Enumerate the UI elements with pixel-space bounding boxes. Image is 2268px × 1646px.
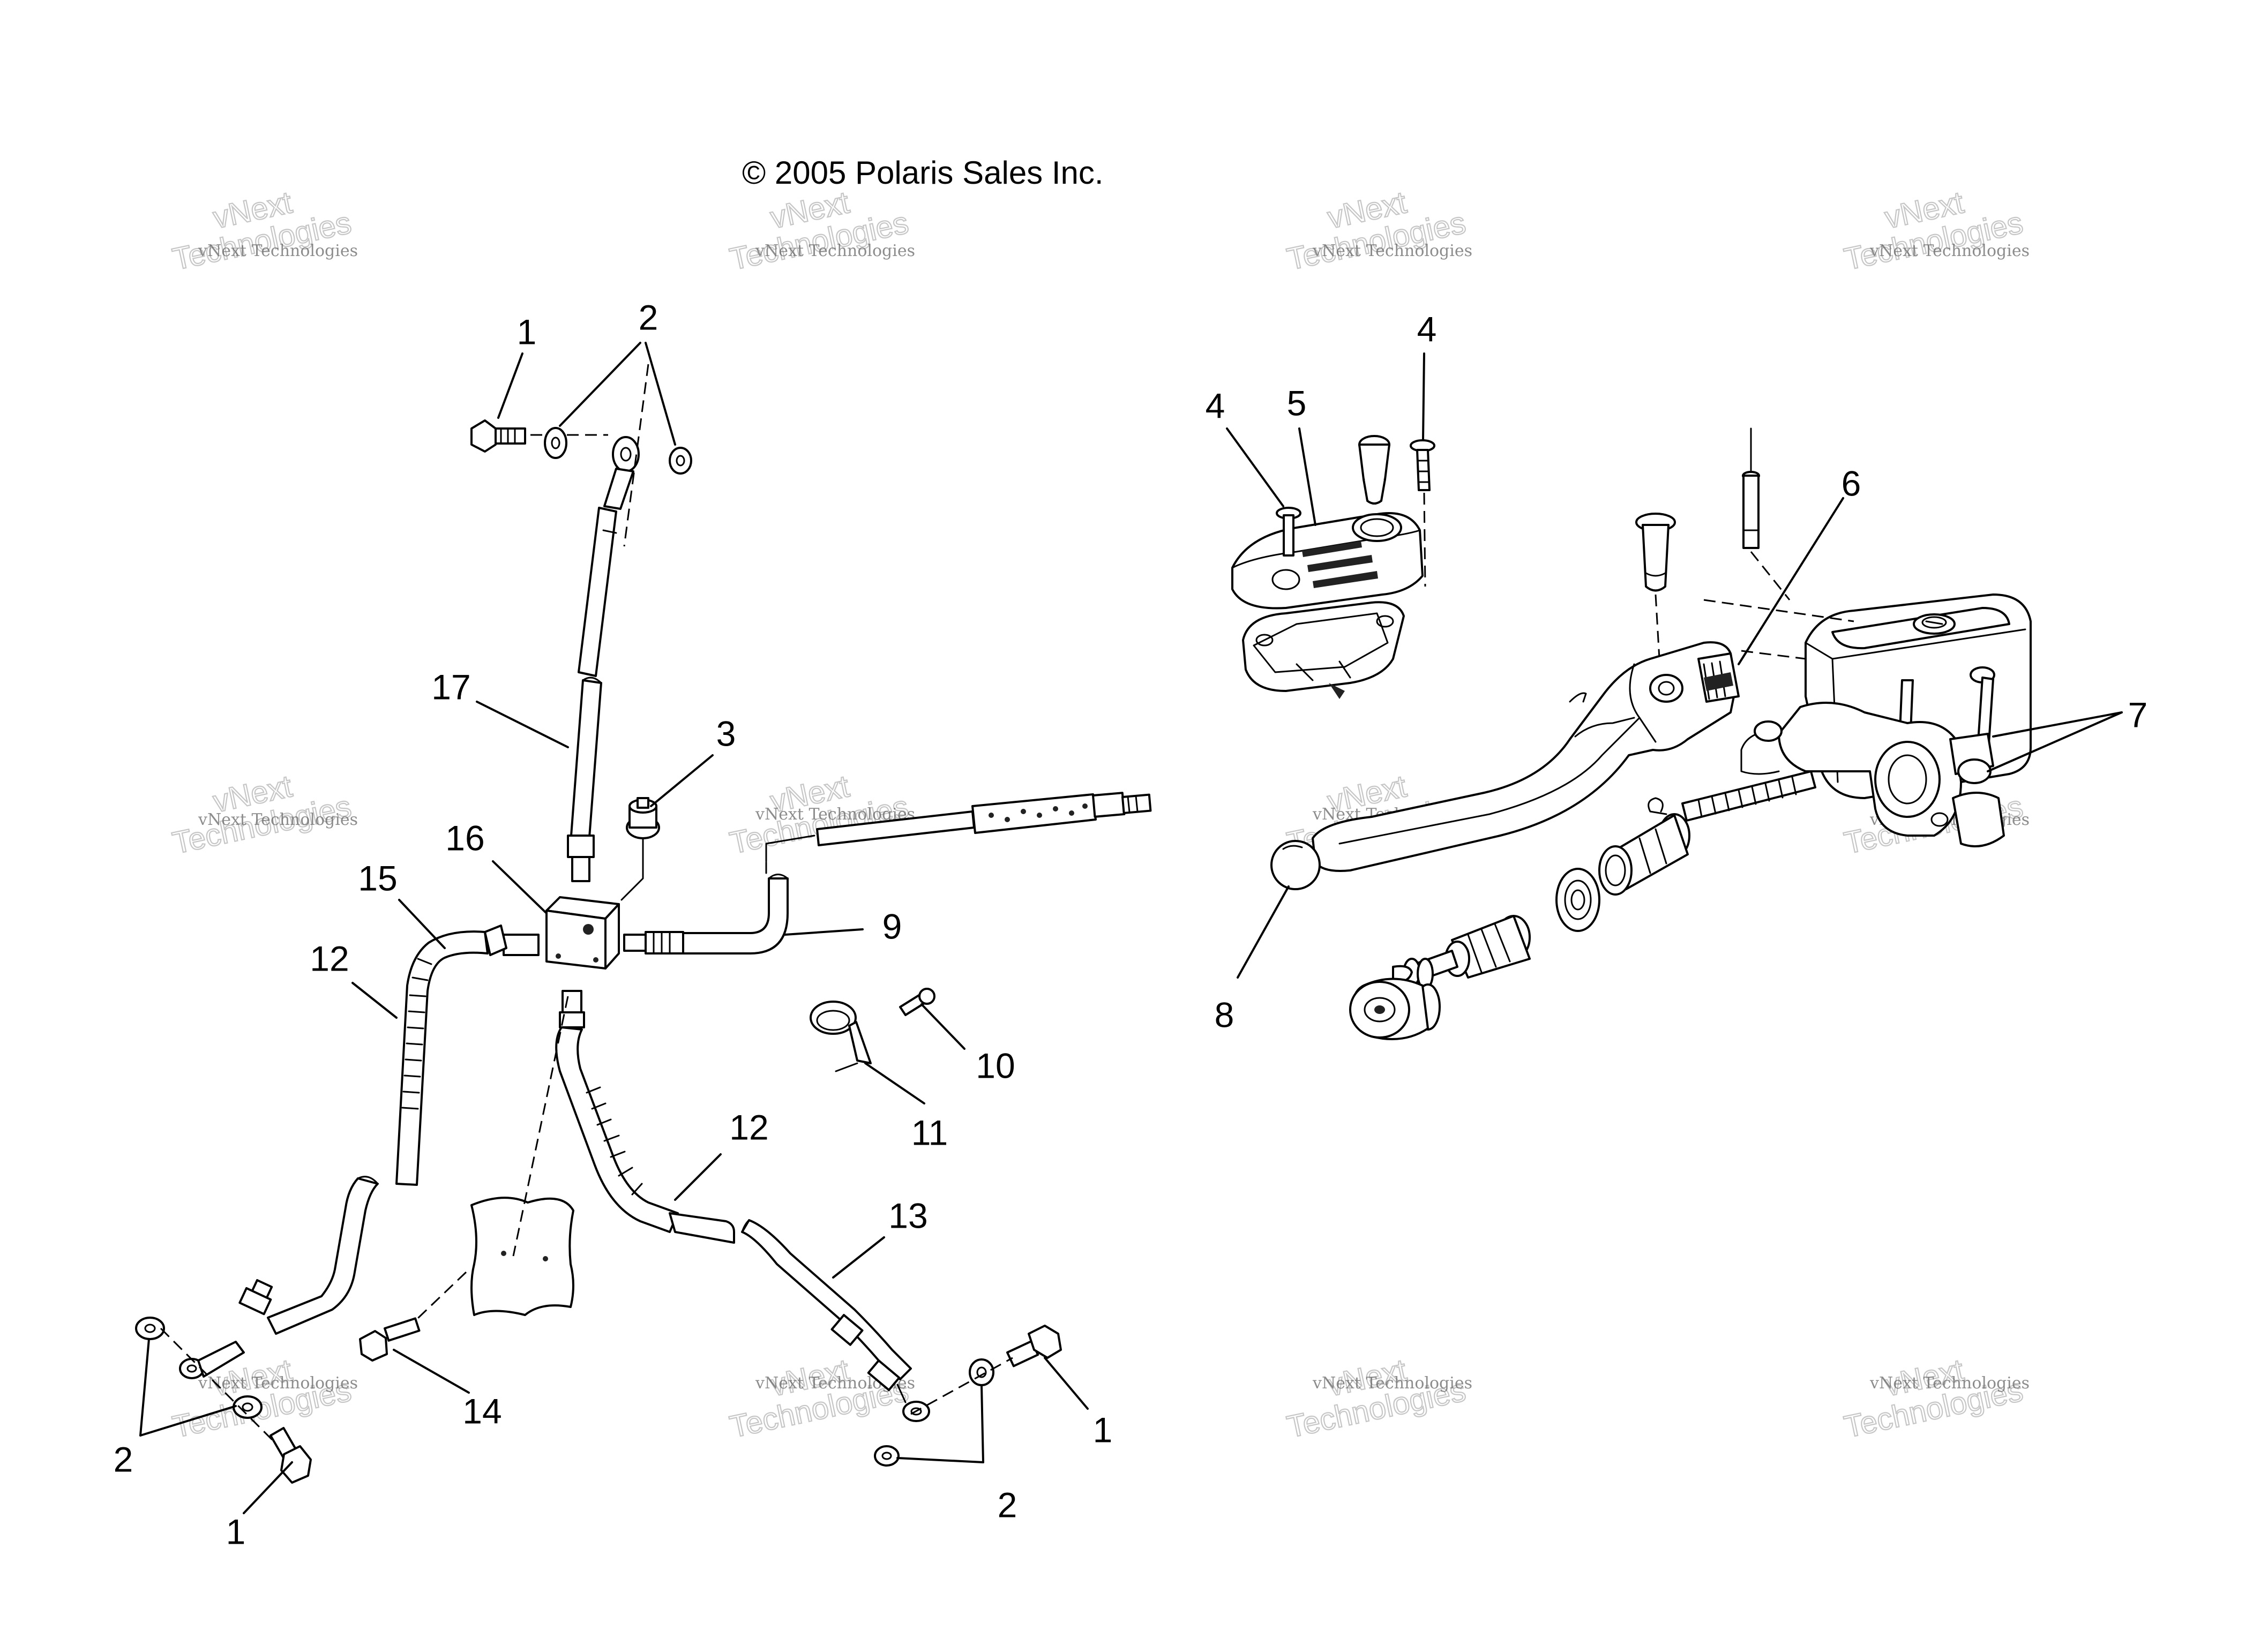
washer-top-left bbox=[544, 427, 567, 459]
brake-hose-12-13 bbox=[555, 990, 912, 1392]
bolt-6 bbox=[1742, 427, 1760, 549]
callout-15: 15 bbox=[358, 858, 397, 898]
reservoir-diaphragm bbox=[1242, 601, 1405, 699]
pivot-pin bbox=[1635, 513, 1676, 592]
watermark: Technologies vNext bbox=[1840, 184, 2026, 277]
callout-5: 5 bbox=[1287, 383, 1307, 423]
callout-13: 13 bbox=[888, 1196, 927, 1235]
callout-2: 2 bbox=[639, 297, 658, 337]
washer-bottom-right-bottom bbox=[874, 1445, 900, 1467]
watermark-label: vNext Technologies bbox=[755, 242, 915, 260]
callout-6: 6 bbox=[1842, 463, 1861, 503]
callout-1: 1 bbox=[1093, 1410, 1113, 1449]
mounting-screw bbox=[359, 1317, 421, 1362]
watermark-label: vNext Technologies bbox=[1869, 242, 2030, 260]
clamp-screw bbox=[899, 988, 935, 1016]
callout-4: 4 bbox=[1417, 309, 1437, 349]
alignment-line bbox=[160, 1327, 274, 1442]
callout-7: 7 bbox=[2128, 695, 2148, 734]
piston-spring bbox=[1681, 770, 1816, 822]
washer-top-right bbox=[669, 447, 692, 475]
piston bbox=[1598, 813, 1690, 896]
callout-17: 17 bbox=[431, 667, 470, 706]
watermark-label: vNext Technologies bbox=[1312, 242, 1472, 260]
alignment-line bbox=[910, 1357, 1013, 1415]
lever-clip bbox=[1648, 797, 1664, 813]
watermark: Technologies vNext bbox=[1283, 1352, 1469, 1445]
watermark: Technologies vNext bbox=[169, 184, 355, 277]
washer-bottom-left-top bbox=[135, 1317, 165, 1340]
cover-screw-right bbox=[1410, 439, 1435, 491]
brake-hose-17-upper bbox=[578, 507, 617, 677]
banjo-bolt-top bbox=[470, 419, 526, 453]
brake-line-assembly bbox=[135, 364, 1152, 1484]
brake-switch bbox=[626, 797, 660, 839]
callout-16: 16 bbox=[445, 818, 484, 858]
banjo-fitting-top bbox=[603, 436, 640, 510]
hose-clamp bbox=[810, 1001, 872, 1072]
watermark: Technologies vNext bbox=[169, 768, 355, 861]
washer-bottom-right-top bbox=[969, 1358, 994, 1386]
watermark-label: vNext Technologies bbox=[198, 810, 358, 829]
watermark: Technologies vNext bbox=[1283, 184, 1469, 277]
watermark: Technologies vNext bbox=[1840, 1352, 2026, 1445]
watermark-label: vNext Technologies bbox=[1869, 1374, 2030, 1393]
callout-11: 11 bbox=[911, 1113, 948, 1152]
leader-lines bbox=[139, 342, 2123, 1514]
watermark-label: vNext Technologies bbox=[198, 242, 358, 260]
alignment-line bbox=[406, 1271, 467, 1329]
callout-1: 1 bbox=[226, 1512, 246, 1551]
callout-2: 2 bbox=[114, 1439, 133, 1479]
mounting-bracket bbox=[470, 1197, 574, 1316]
callout-12: 12 bbox=[310, 938, 349, 978]
callout-8: 8 bbox=[1215, 995, 1234, 1034]
alignment-line bbox=[623, 364, 649, 547]
dust-boot bbox=[1444, 915, 1531, 979]
master-cylinder-assembly bbox=[1231, 427, 2032, 1040]
watermark-label: vNext Technologies bbox=[198, 1374, 358, 1393]
brake-hose-17-lower bbox=[570, 679, 602, 838]
piston-seal bbox=[1555, 868, 1600, 932]
callout-10: 10 bbox=[976, 1046, 1015, 1085]
banjo-bolt-bottom-left bbox=[269, 1427, 312, 1484]
callout-14: 14 bbox=[462, 1391, 501, 1431]
brake-lever bbox=[1270, 641, 1740, 890]
callout-3: 3 bbox=[716, 713, 736, 753]
master-cylinder-body bbox=[1740, 593, 2032, 847]
brake-hose-9 bbox=[623, 874, 789, 954]
washer-bottom-left-bottom bbox=[233, 1395, 263, 1419]
reservoir-cap bbox=[1358, 435, 1390, 505]
hose-fitting-17 bbox=[567, 835, 595, 858]
reservoir-cover bbox=[1231, 512, 1424, 610]
brake-hose-15 bbox=[238, 925, 540, 1335]
switch-wire bbox=[620, 837, 644, 901]
cover-screw-left bbox=[1276, 507, 1301, 557]
brake-hose-upper-right bbox=[765, 792, 1152, 862]
alignment-line bbox=[512, 996, 569, 1257]
junction-block bbox=[545, 896, 620, 969]
watermark: Technologies vNext bbox=[169, 1352, 355, 1445]
watermark-label: vNext Technologies bbox=[1312, 1374, 1472, 1393]
callout-labels: 1 2 17 3 16 15 12 9 10 11 12 13 14 2 1 1… bbox=[114, 297, 2148, 1551]
adjuster-knob bbox=[1349, 978, 1441, 1040]
banjo-bolt-bottom-right bbox=[1006, 1325, 1062, 1367]
copyright-text: © 2005 Polaris Sales Inc. bbox=[742, 155, 1104, 191]
callout-2: 2 bbox=[998, 1485, 1017, 1524]
callout-9: 9 bbox=[882, 906, 902, 946]
push-rod bbox=[1392, 950, 1458, 990]
callout-4: 4 bbox=[1206, 386, 1225, 425]
callout-1: 1 bbox=[517, 312, 537, 351]
callout-12: 12 bbox=[729, 1107, 768, 1147]
